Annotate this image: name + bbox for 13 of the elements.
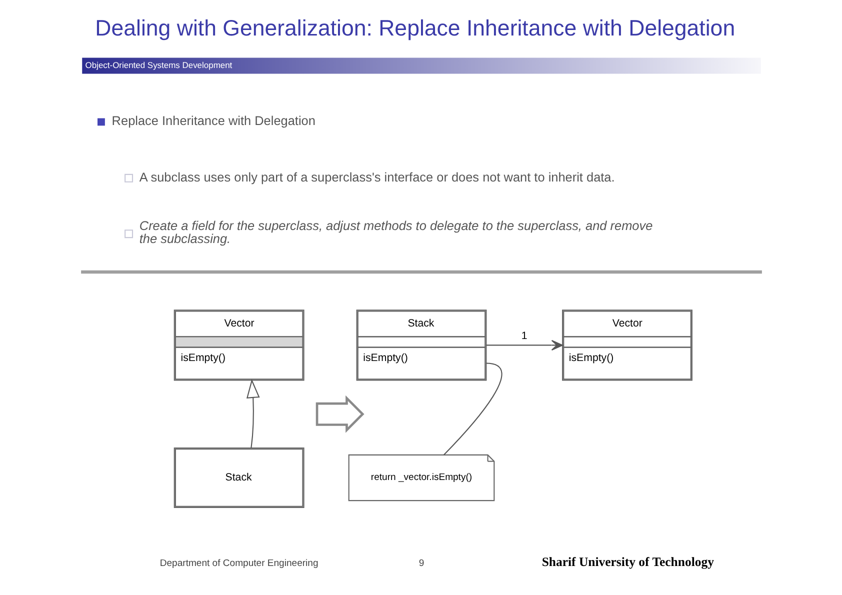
label: Replace Inheritance with Delegation [111, 112, 315, 128]
label: Create a field for the superclass, adjust methods to delegate to the superclass, and remove the subclassing. [138, 218, 652, 246]
diagram-title: Dealing with Generalization: Replace Inheritance with Delegation [94, 14, 735, 40]
connector [443, 362, 502, 455]
label: Department of Computer Engineering [159, 558, 318, 568]
node-arrow [315, 394, 364, 432]
label: 9 [418, 558, 424, 568]
edge-label: 1 [520, 329, 527, 342]
label: A subclass uses only part of a superclass's interface or does not want to inherit data. [138, 168, 614, 184]
label: Object-Oriented Systems Development [84, 59, 232, 70]
arrow [246, 378, 260, 448]
label: Sharif University of Technology [541, 554, 714, 568]
arrow [486, 339, 562, 350]
